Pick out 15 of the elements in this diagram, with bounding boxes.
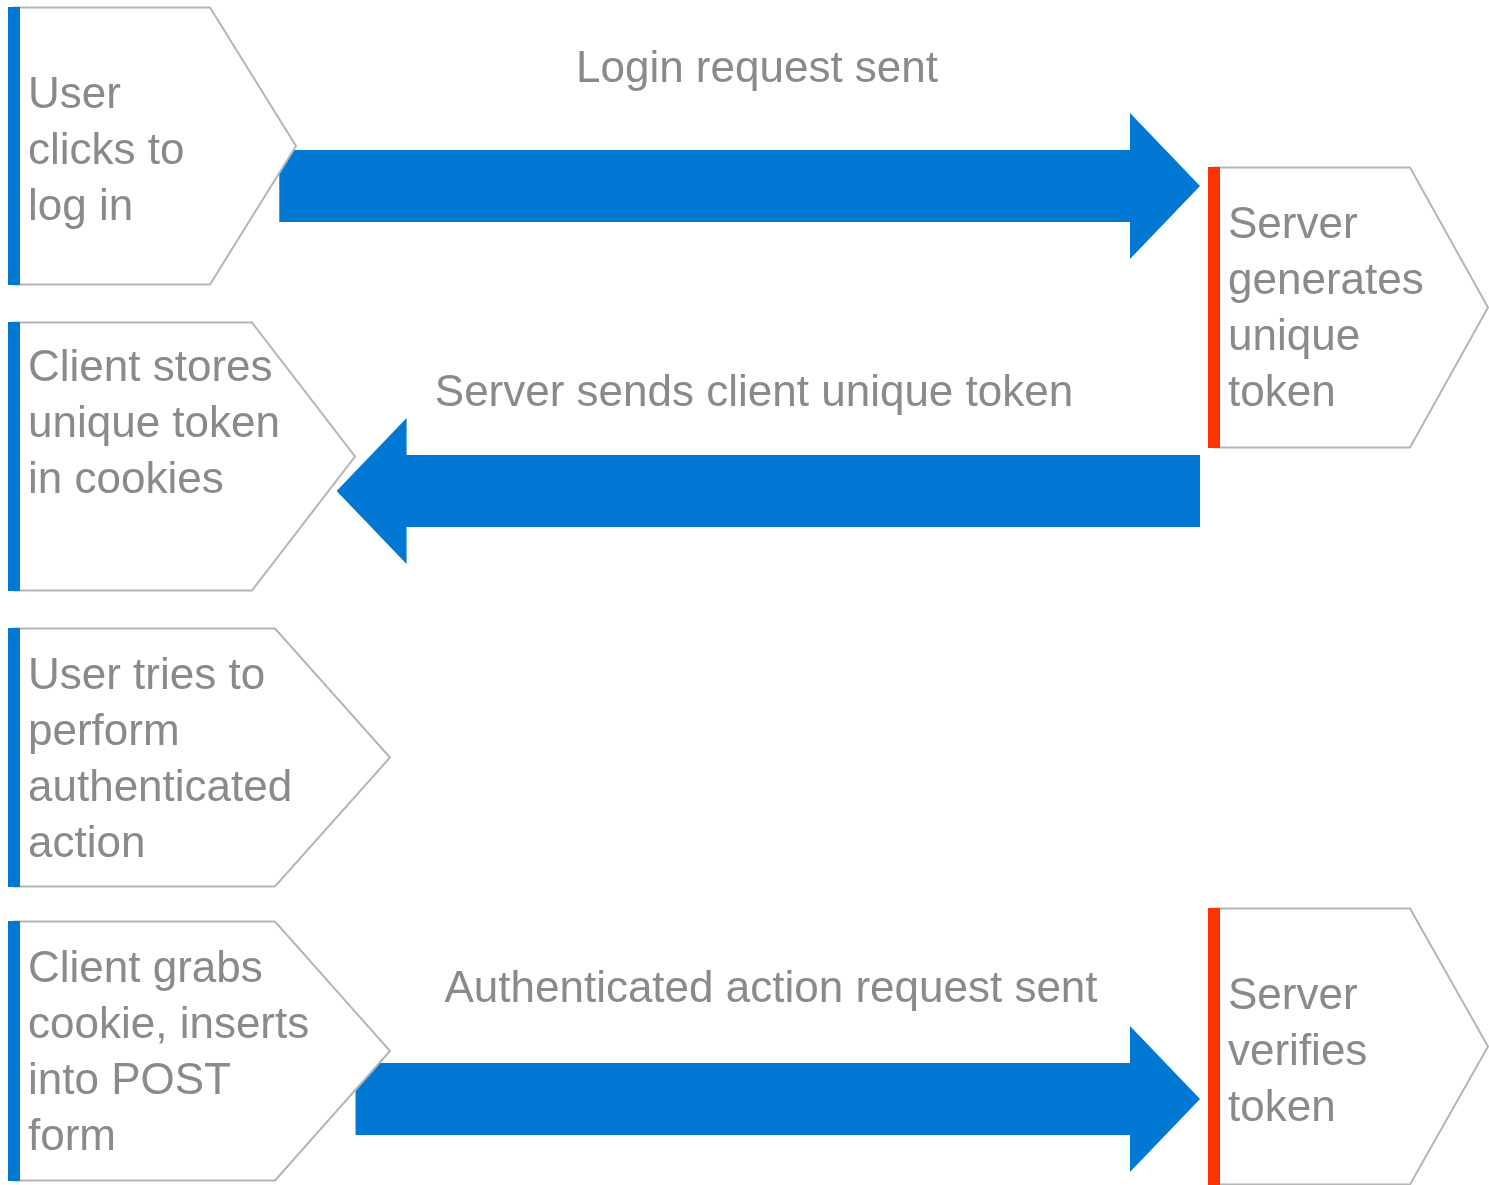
block-arrow xyxy=(279,113,1200,259)
step-text: Server verifies token xyxy=(1228,968,1369,1132)
step-text: Client stores unique token in cookies xyxy=(28,340,281,504)
step-text: User clicks to log in xyxy=(28,67,186,231)
chevron-step xyxy=(1208,908,1488,1185)
block-arrow xyxy=(336,418,1200,564)
chevron-step xyxy=(8,628,390,887)
block-arrow xyxy=(355,1026,1200,1172)
step-text: Client grabs cookie, inserts into POST form xyxy=(28,941,311,1161)
chevron-step xyxy=(8,921,390,1181)
chevron-step xyxy=(8,322,355,591)
step-text: Server generates unique token xyxy=(1228,197,1425,417)
chevron-step xyxy=(1208,167,1488,448)
chevron-step xyxy=(8,7,296,285)
step-text: User tries to perform authenticated action xyxy=(28,648,294,868)
